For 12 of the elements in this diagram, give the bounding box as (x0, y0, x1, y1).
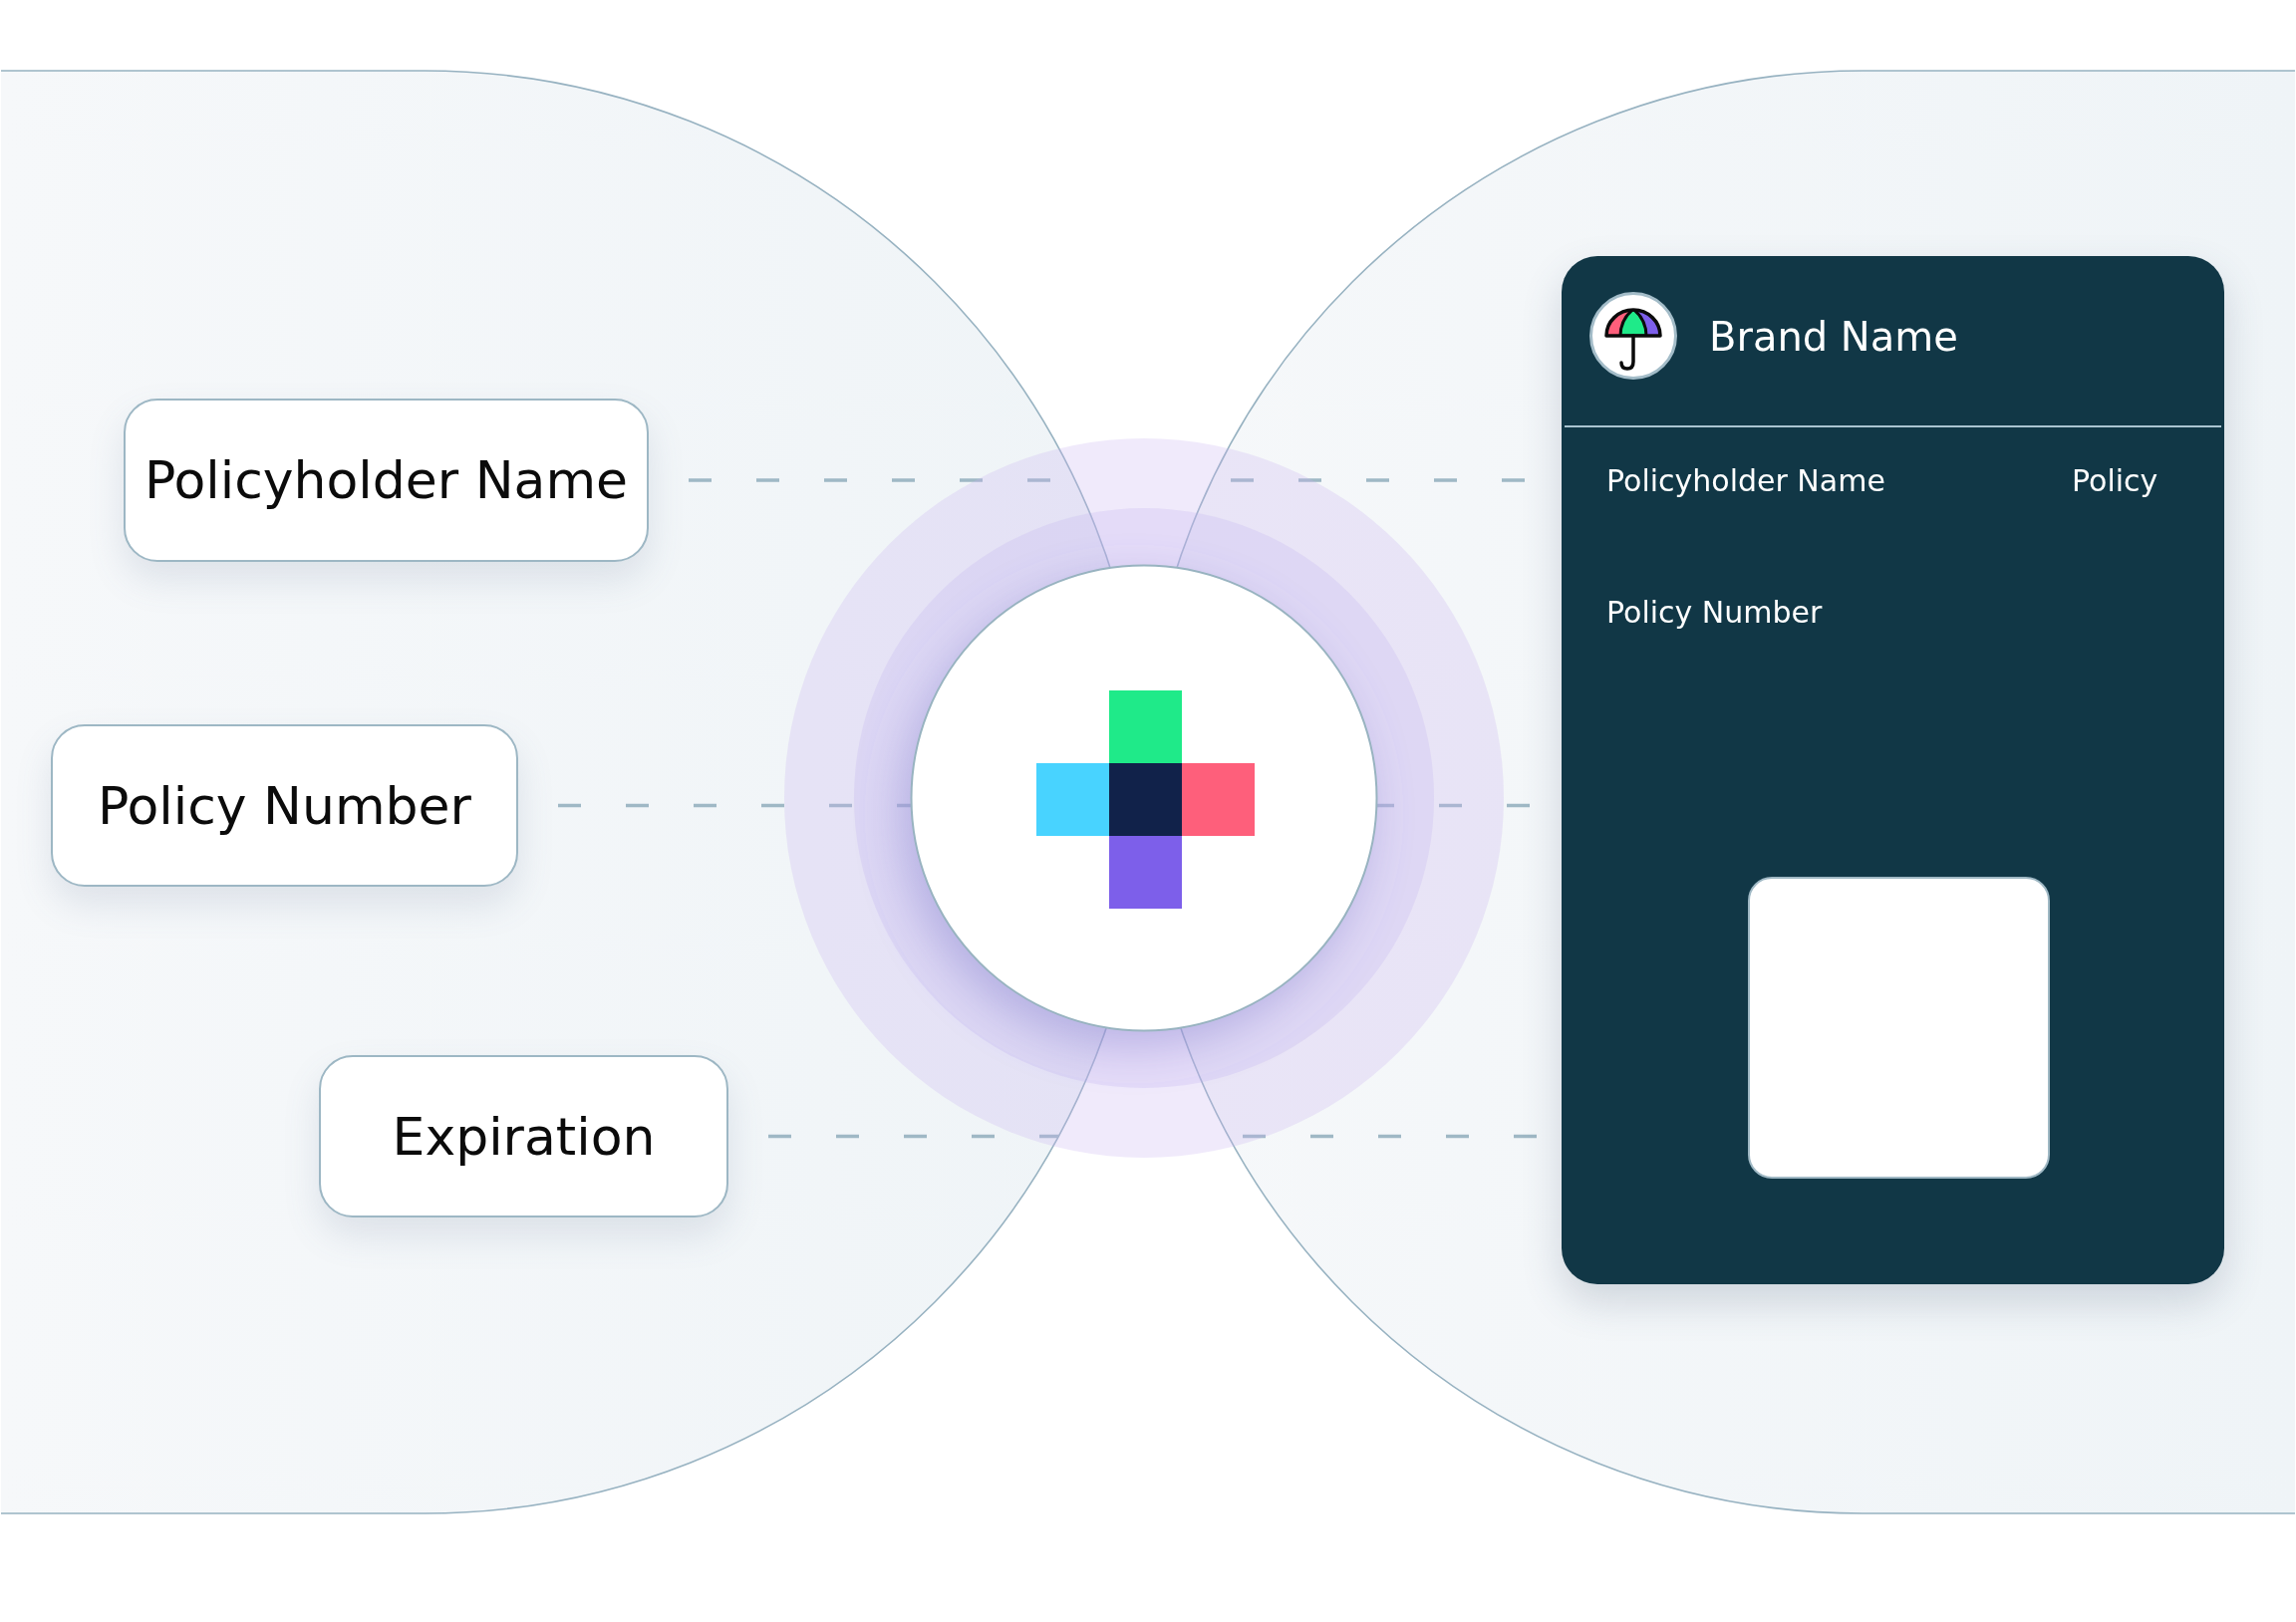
field-card (51, 724, 518, 887)
blank-tile (1748, 877, 2050, 1179)
field-card (319, 1055, 728, 1217)
field-name-text: Policy Number (98, 774, 471, 837)
field-name-text: Expiration (392, 1105, 656, 1168)
field-label-text: Policy (2072, 463, 2158, 499)
field-name-text: Policyholder Name (144, 449, 629, 511)
insurance-card (1562, 256, 2224, 1284)
field-label-text: Policyholder Name (1606, 463, 1885, 499)
card-title-text: Brand Name (1709, 313, 1958, 361)
field-label-text: Policy Number (1606, 595, 1823, 631)
field-card (124, 399, 649, 562)
